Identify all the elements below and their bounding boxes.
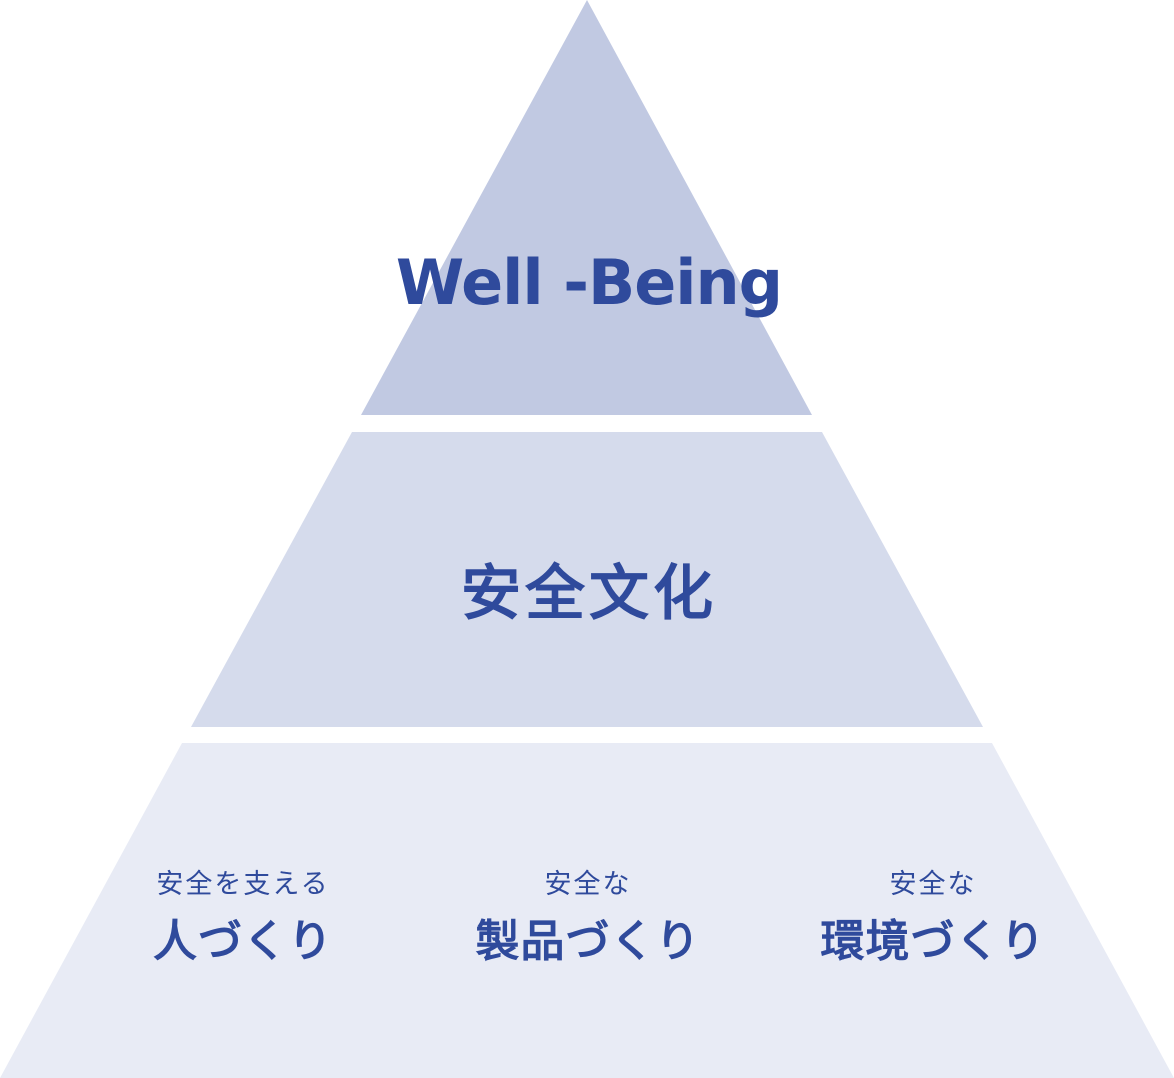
safety-culture-label: 安全文化 [461, 559, 717, 629]
people-sub-label: 安全を支える [156, 869, 330, 900]
tier-bottom [0, 743, 1174, 1078]
product-sub-label: 安全な [544, 869, 632, 900]
environment-sub-label: 安全な [889, 869, 977, 900]
people-label: 人づくり [153, 916, 333, 967]
product-label: 製品づくり [475, 916, 701, 967]
tier-middle [191, 432, 983, 727]
well-being-label: Well -Being [395, 246, 783, 319]
tier-top [361, 0, 812, 415]
environment-label: 環境づくり [820, 916, 1046, 967]
